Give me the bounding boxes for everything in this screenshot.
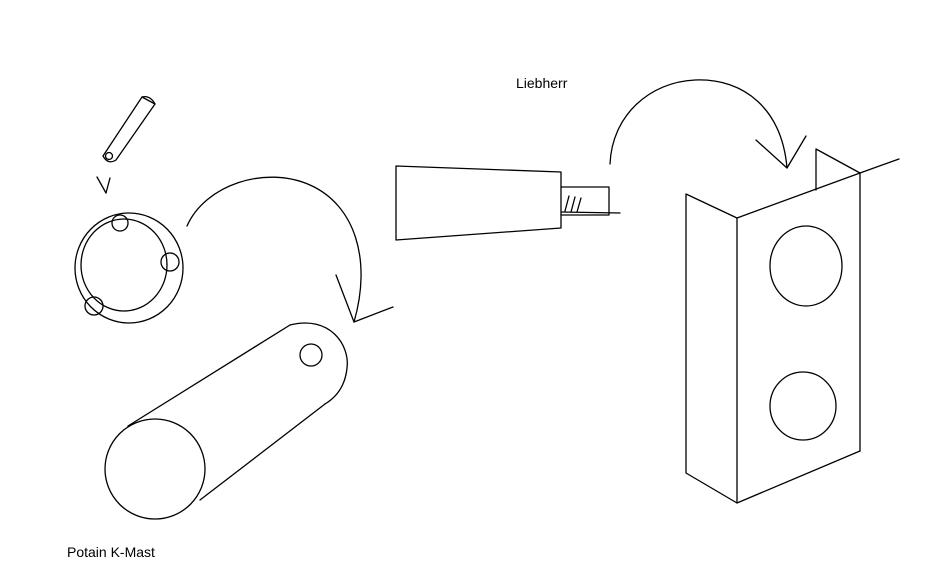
cylinder-pin-hole: [299, 343, 323, 367]
mast-section-end-view: [74, 212, 184, 324]
liebherr-label: Liebherr: [516, 75, 568, 91]
right-curved-arrow: [609, 79, 807, 169]
box-left-panel: [685, 193, 738, 504]
pin-sketch: [102, 96, 156, 163]
spigot: [560, 186, 610, 216]
cylinder-top-edge: [127, 324, 291, 427]
cylinder-back-cap: [289, 322, 348, 405]
lattice-mast-box: [685, 148, 900, 504]
pin-top-end: [141, 96, 156, 105]
box-front-top: [736, 172, 861, 219]
potain-mast-cylinder: [104, 322, 348, 520]
box-front-bottom: [736, 450, 861, 504]
left-curved-arrow: [186, 176, 394, 323]
pin-hole: [104, 151, 114, 161]
box-upper-hole: [769, 225, 843, 307]
cylinder-bottom-edge: [199, 403, 326, 501]
right-arrowhead: [755, 135, 807, 169]
spigot-hatch-3: [576, 197, 582, 213]
box-lower-hole: [769, 371, 837, 441]
spigot-hatch-1: [564, 195, 570, 212]
section-outer-ring: [74, 212, 184, 324]
section-hole-bottom: [84, 296, 104, 316]
spigot-lower-line: [560, 211, 621, 214]
potain-k-mast-label: Potain K-Mast: [67, 544, 155, 560]
box-top-extension: [859, 158, 900, 174]
left-arrowhead: [335, 274, 394, 323]
section-hole-right: [160, 252, 180, 272]
box-back-post: [815, 148, 861, 191]
tapered-body: [395, 165, 562, 241]
section-inner-ring: [80, 218, 168, 312]
pin-body: [102, 96, 156, 163]
section-hole-top: [111, 214, 129, 232]
pin-insert-arrow: [96, 176, 111, 194]
spigot-hatch-2: [570, 196, 576, 213]
cylinder-front-face: [104, 418, 206, 520]
liebherr-tapered-piece: [395, 165, 621, 241]
